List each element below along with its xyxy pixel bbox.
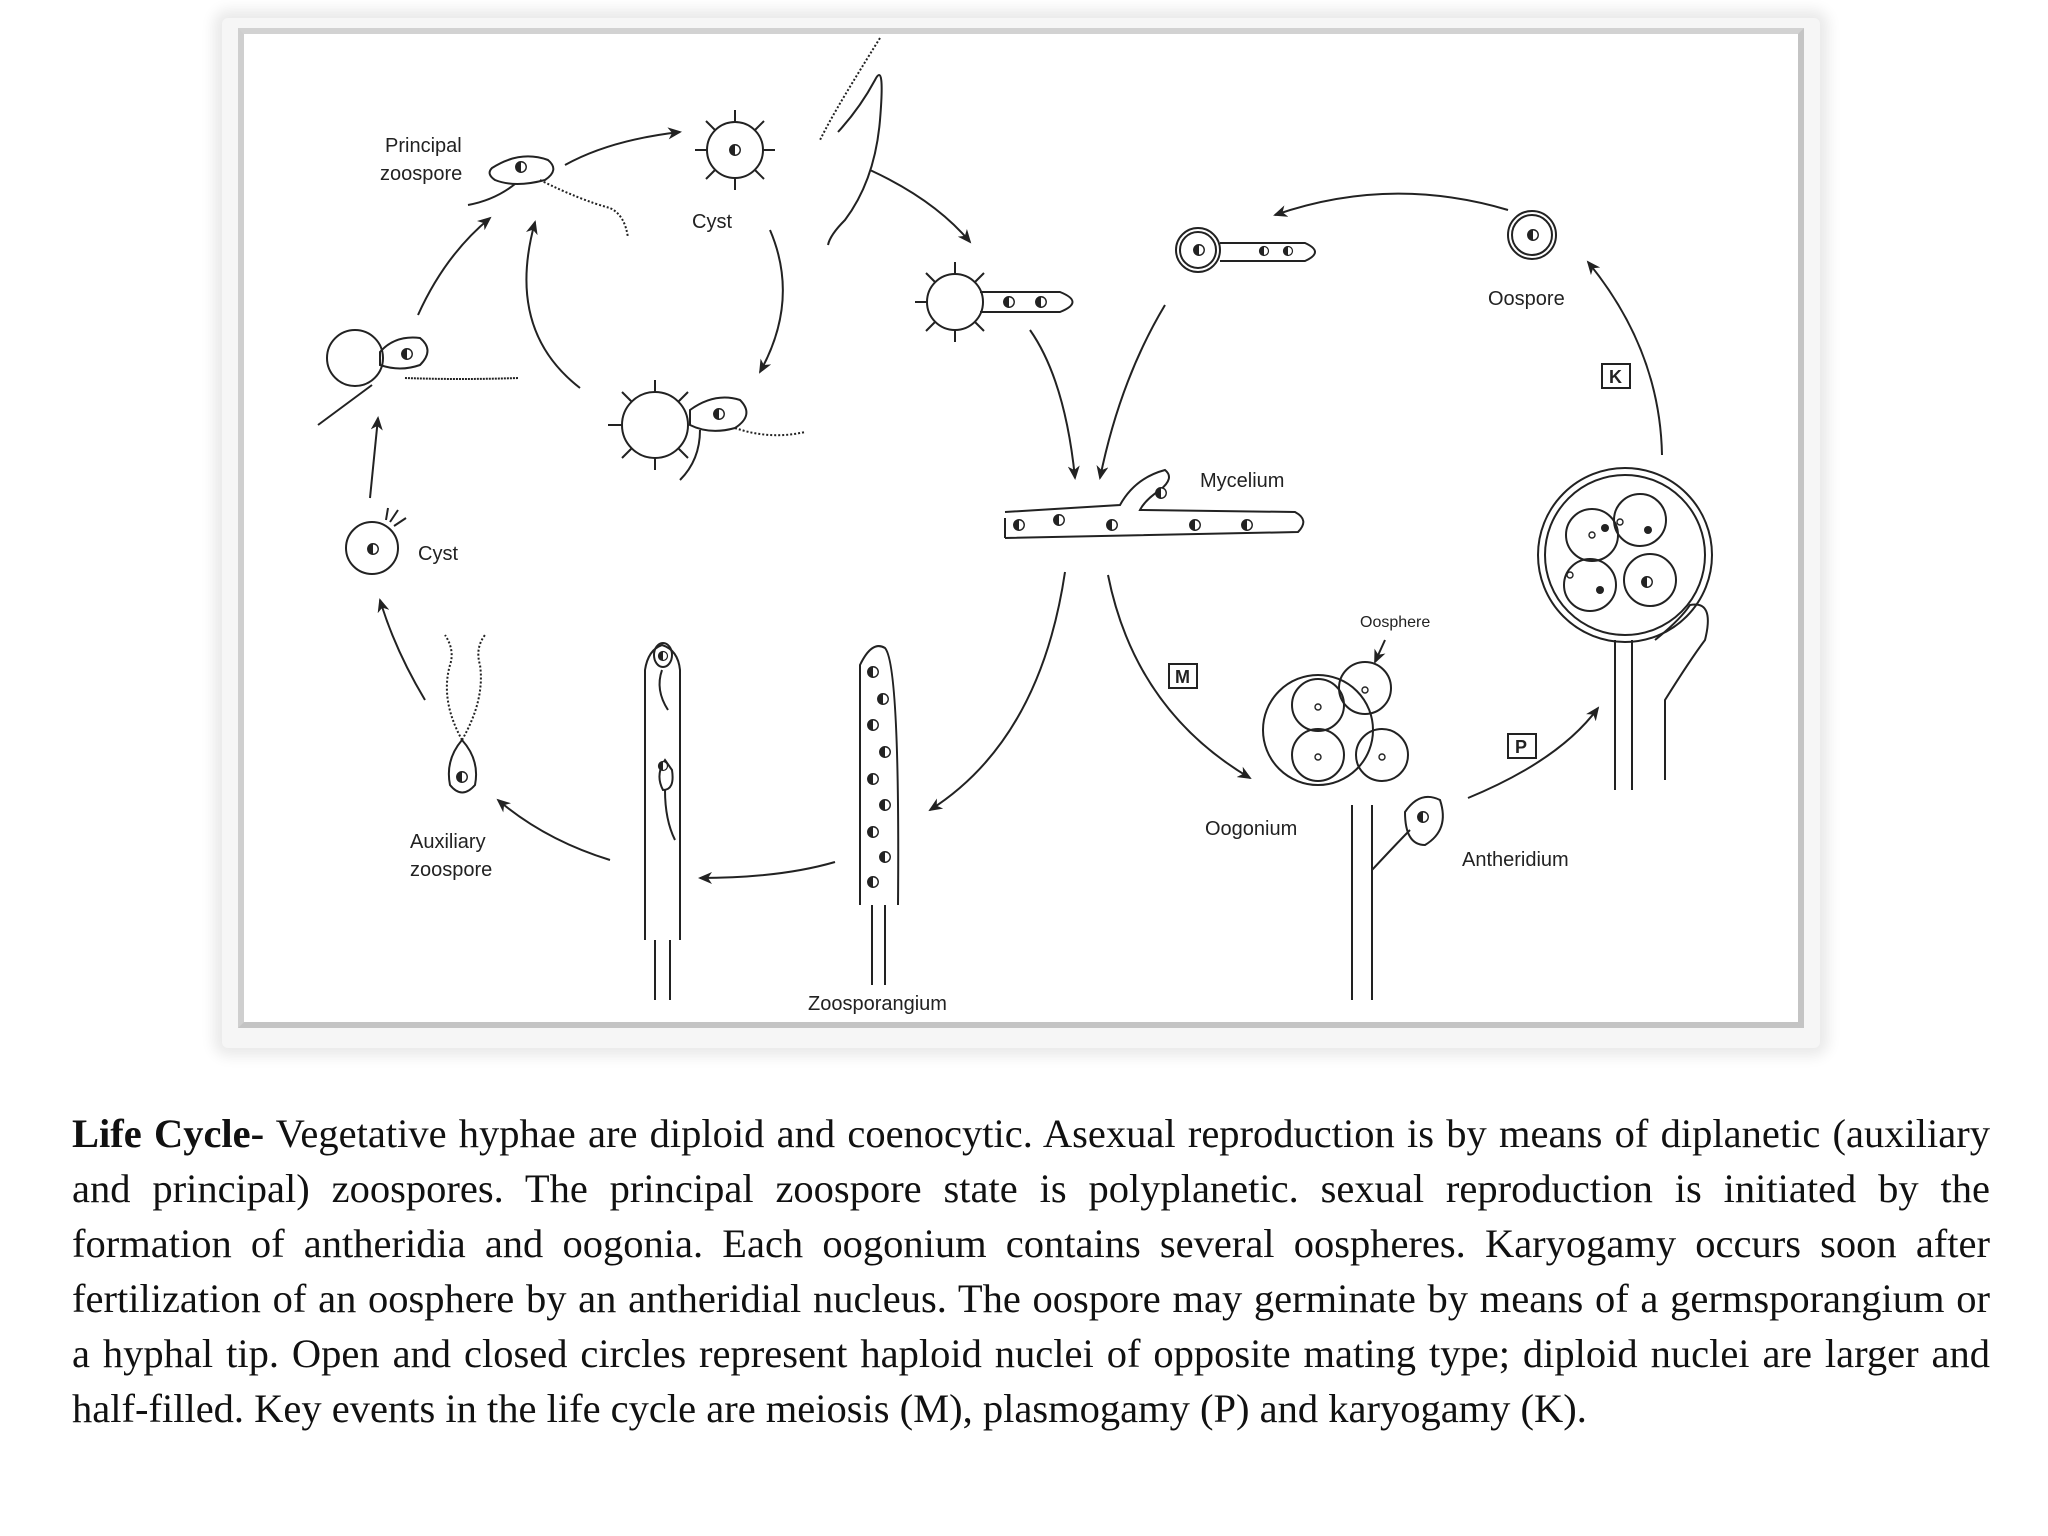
caption-paragraph: Life Cycle- Vegetative hyphae are diploi… bbox=[72, 1106, 1990, 1436]
nuclei bbox=[367, 144, 1653, 888]
mature-oogonium-drawing bbox=[1537, 467, 1713, 790]
label-auxiliary-zoospore-2: zoospore bbox=[410, 859, 492, 881]
arrow-top-to-germinating-cyst bbox=[869, 169, 972, 244]
auxiliary-zoospore-drawing bbox=[444, 634, 486, 794]
label-oosphere: Oosphere bbox=[1360, 614, 1430, 631]
label-oospore: Oospore bbox=[1488, 288, 1565, 310]
oogonium-drawing bbox=[1262, 639, 1444, 1000]
filled-nuclei bbox=[1596, 524, 1652, 594]
key-box-m: M bbox=[1168, 663, 1198, 689]
arrow-oospore-germination bbox=[1273, 192, 1509, 217]
arrow-cyst-down bbox=[759, 229, 784, 374]
arrow-cyst-to-principal-return bbox=[525, 220, 581, 389]
arrow-left-up-to-principal bbox=[417, 216, 492, 316]
key-m-label: M bbox=[1175, 667, 1190, 687]
emerging-zoospore-drawing bbox=[608, 380, 806, 481]
label-cyst-left: Cyst bbox=[418, 543, 458, 565]
arrow-germinating-cyst-to-mycelium bbox=[1029, 329, 1080, 480]
germinating-oospore-drawing bbox=[1175, 227, 1316, 273]
arrow-mycelium-to-oogonium bbox=[1107, 574, 1252, 780]
label-mycelium: Mycelium bbox=[1200, 470, 1284, 492]
zoosporangium-drawing bbox=[859, 645, 900, 985]
arrow-principal-to-cyst bbox=[564, 127, 682, 166]
arrow-cyst-left-up bbox=[369, 416, 383, 499]
key-box-k: K bbox=[1601, 363, 1631, 389]
label-antheridium: Antheridium bbox=[1462, 849, 1569, 871]
key-k-label: K bbox=[1609, 367, 1622, 387]
haploid-nuclei bbox=[1314, 518, 1624, 761]
principal-zoospore-drawing bbox=[467, 155, 629, 239]
label-oogonium: Oogonium bbox=[1205, 818, 1297, 840]
oospore-drawing bbox=[1507, 210, 1557, 260]
key-p-label: P bbox=[1515, 737, 1527, 757]
label-zoosporangium: Zoosporangium bbox=[808, 993, 947, 1015]
arrow-to-auxiliary bbox=[496, 798, 611, 861]
caption-body: Vegetative hyphae are diploid and coenoc… bbox=[72, 1111, 1990, 1431]
label-principal-zoospore-1: Principal bbox=[385, 135, 462, 157]
key-box-p: P bbox=[1507, 733, 1537, 759]
caption-heading: Life Cycle- bbox=[72, 1111, 265, 1156]
label-auxiliary-zoospore-1: Auxiliary bbox=[410, 831, 486, 853]
arrow-plasmogamy bbox=[1467, 706, 1600, 799]
arrow-auxiliary-to-cyst bbox=[377, 598, 426, 701]
arrow-karyogamy bbox=[1586, 260, 1663, 456]
arrow-mycelium-to-zoosporangium bbox=[928, 571, 1066, 812]
germinating-cyst-drawing bbox=[915, 262, 1074, 342]
label-principal-zoospore-2: zoospore bbox=[380, 163, 462, 185]
arrow-zoosporangium-to-sporangium bbox=[698, 861, 836, 884]
cyst-left-drawing bbox=[345, 507, 407, 575]
arrow-germinating-oospore-to-mycelium bbox=[1096, 304, 1166, 480]
label-cyst-top: Cyst bbox=[692, 211, 732, 233]
cyst-top-drawing bbox=[695, 110, 775, 190]
left-zoospore-with-cyst bbox=[317, 329, 519, 426]
discharged-sporangium-drawing bbox=[644, 642, 681, 1000]
